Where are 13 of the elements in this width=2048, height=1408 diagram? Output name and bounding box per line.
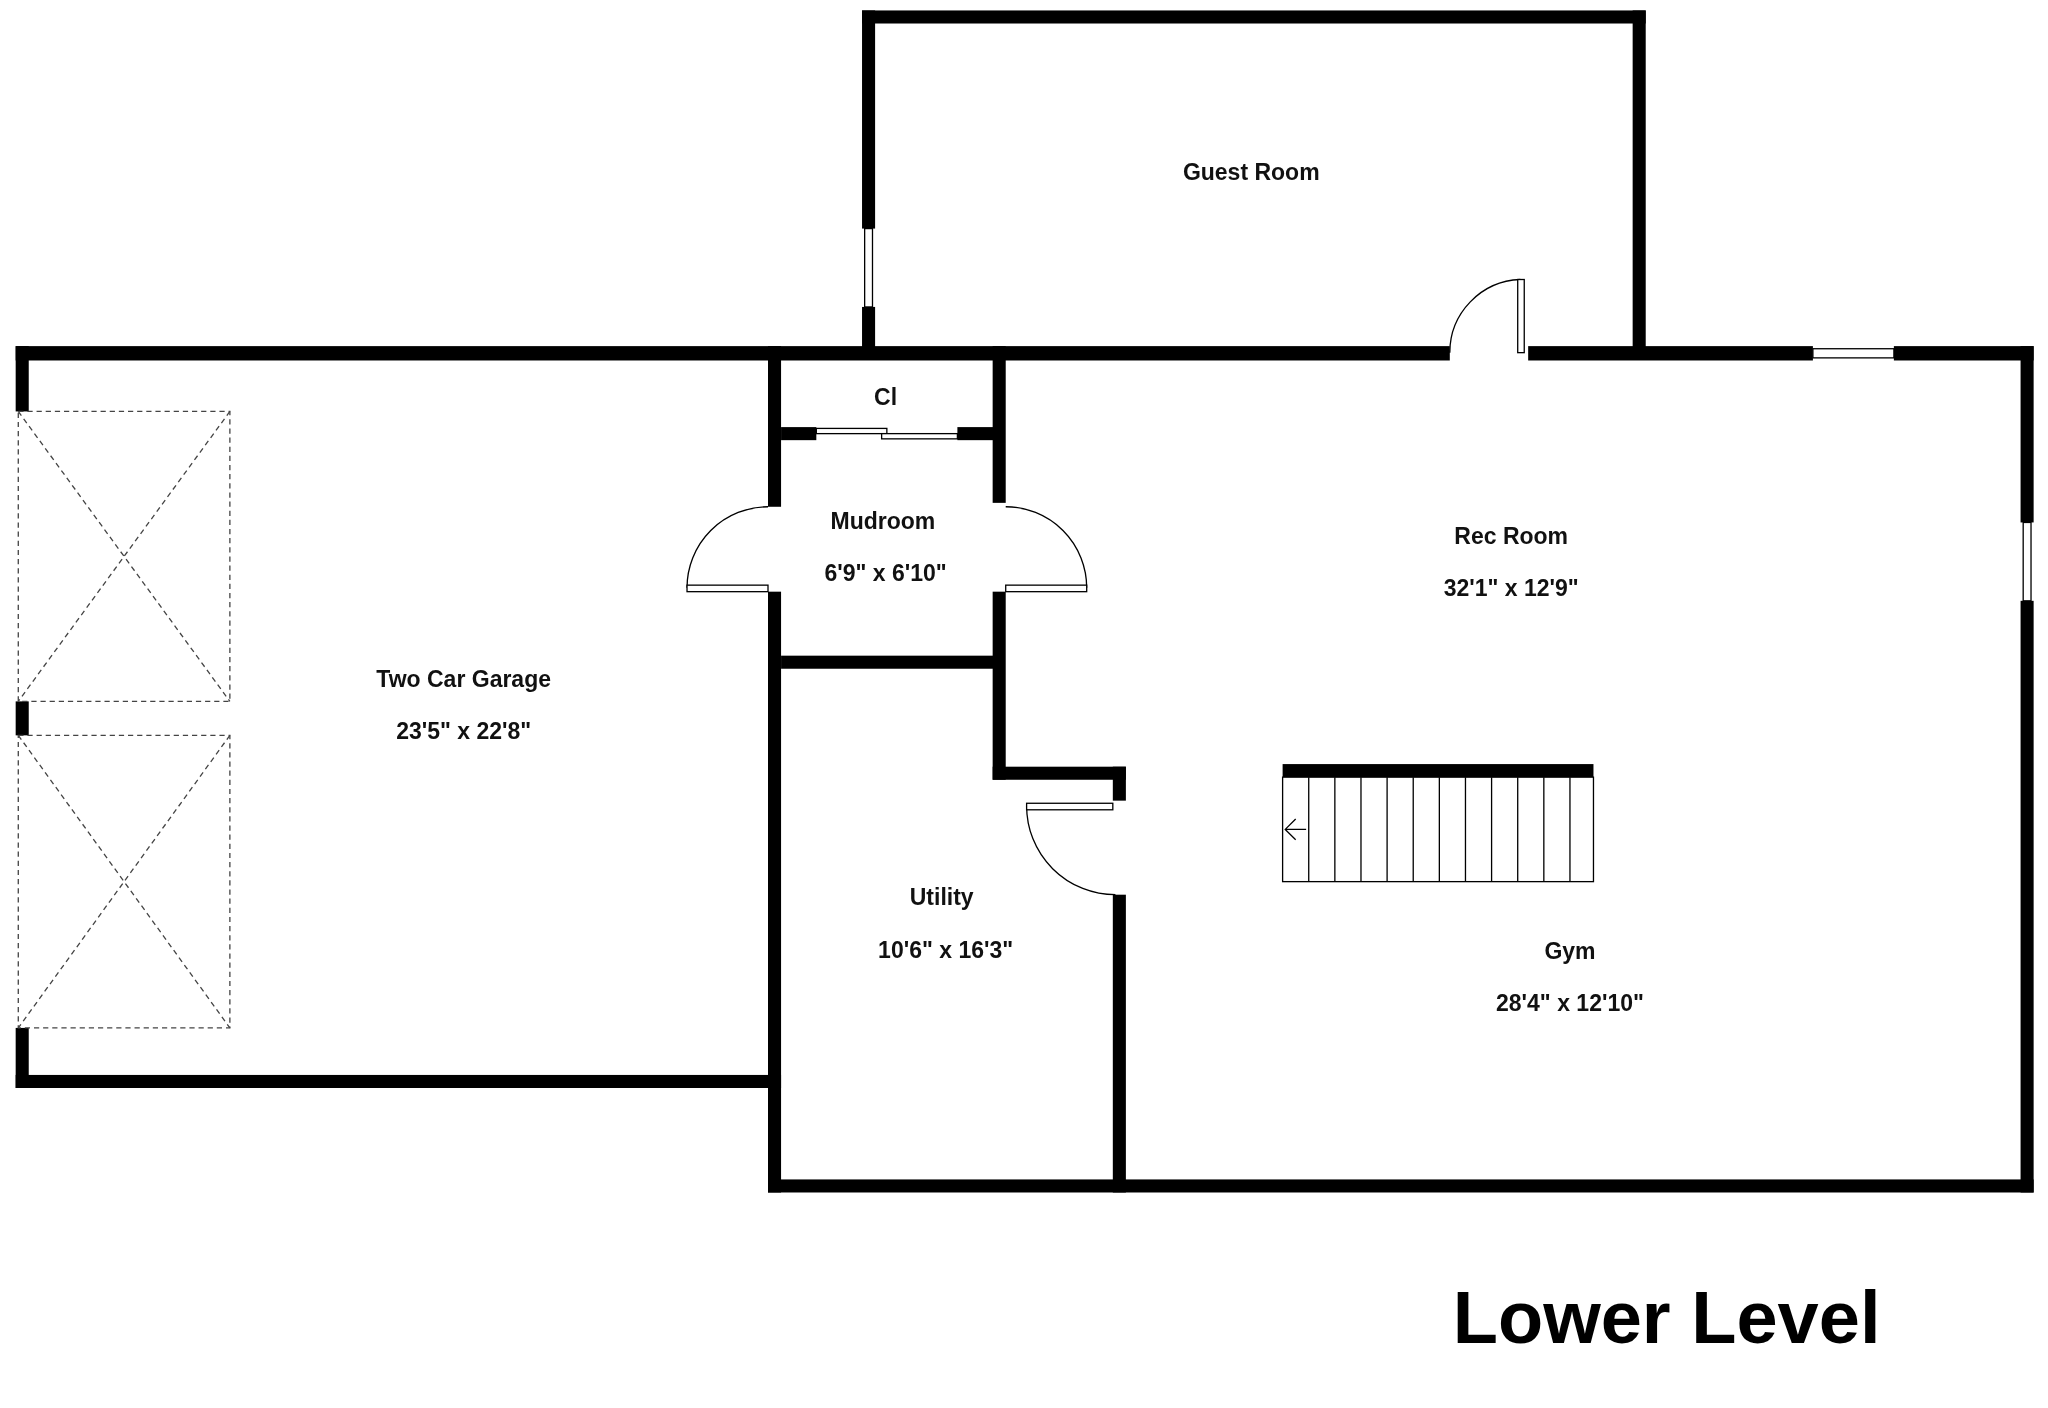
room-name: Mudroom <box>830 507 936 535</box>
room-name: Gym <box>1544 937 1596 965</box>
room-name: Cl <box>874 383 898 411</box>
room-dimensions: 6'9" x 6'10" <box>824 559 947 587</box>
room-name: Guest Room <box>1182 158 1320 186</box>
room-dimensions: 32'1" x 12'9" <box>1443 574 1579 602</box>
room-dimensions: 28'4" x 12'10" <box>1496 989 1644 1017</box>
room-name: Utility <box>909 883 974 911</box>
room-name: Rec Room <box>1454 522 1569 549</box>
room-dimensions: 10'6" x 16'3" <box>878 936 1014 964</box>
room-name: Two Car Garage <box>376 665 551 693</box>
floor-title: Lower Level <box>1452 1274 1881 1360</box>
room-dimensions: 23'5" x 22'8" <box>396 717 532 745</box>
